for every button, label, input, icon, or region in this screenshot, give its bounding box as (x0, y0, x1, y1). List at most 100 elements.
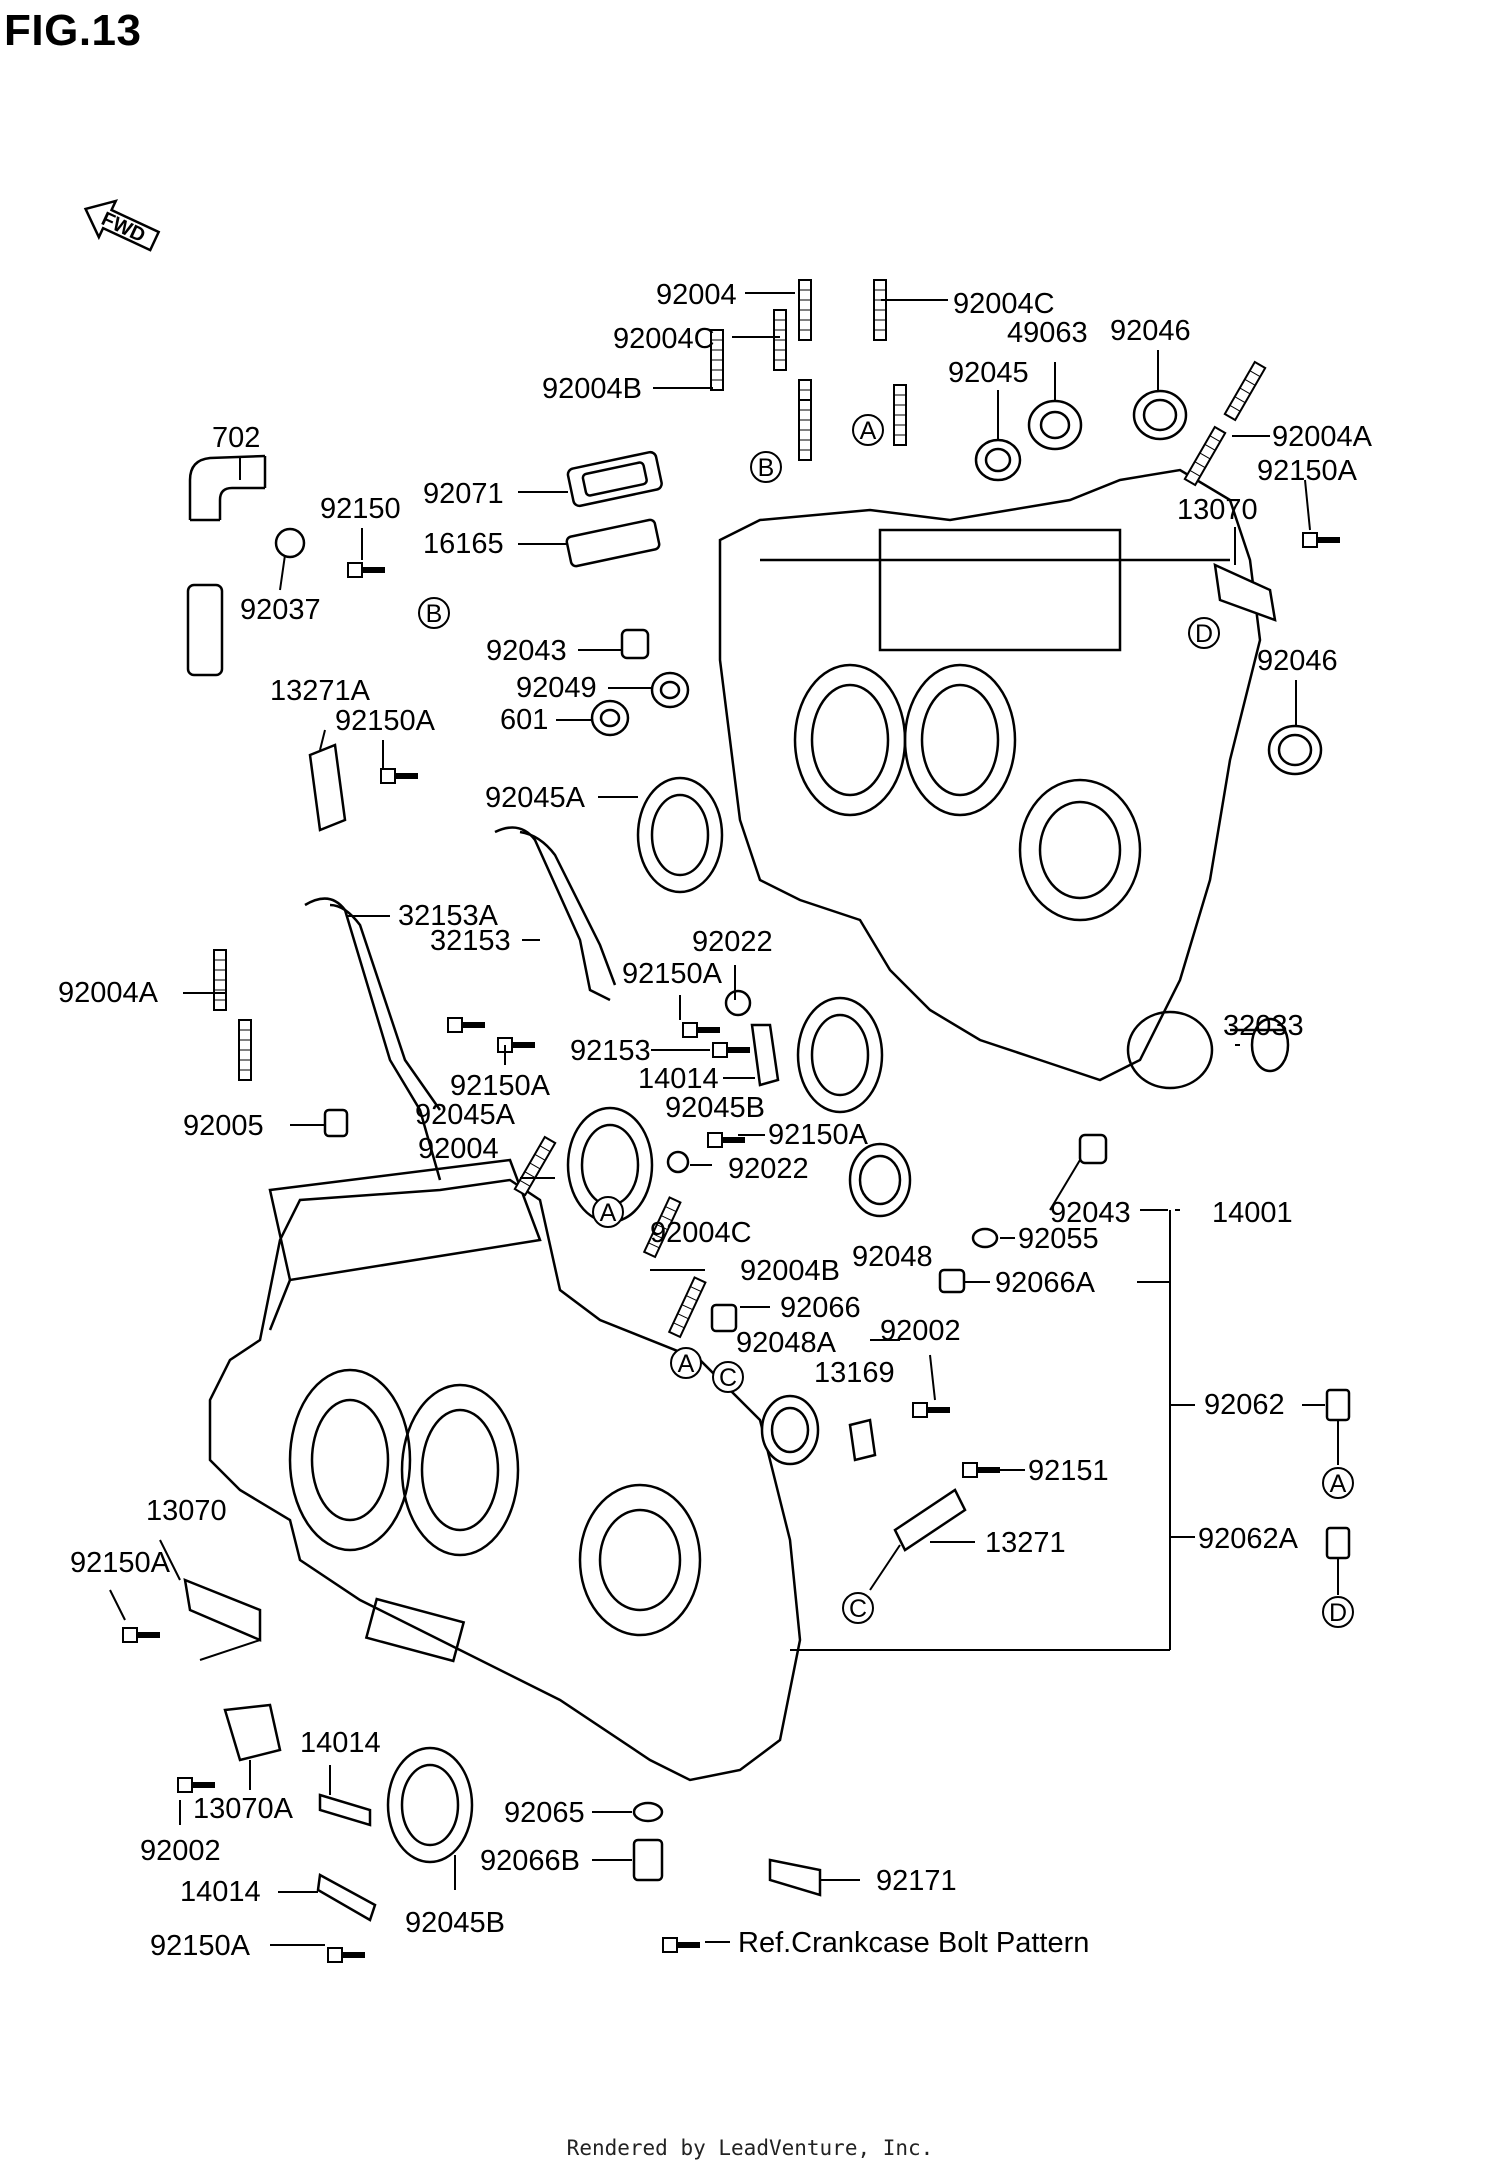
part-label: 14014 (300, 1727, 381, 1759)
stud-92004A-right-lower (1183, 426, 1227, 486)
bracket-13169 (848, 1418, 877, 1462)
part-label: 92004C (953, 288, 1055, 320)
seal-92048A (760, 1394, 820, 1466)
part-label: 92004C (613, 323, 715, 355)
part-label: 92002 (140, 1835, 221, 1867)
part-label: 92048 (852, 1241, 933, 1273)
plug-32033 (1230, 1017, 1290, 1073)
plug-92066A (938, 1268, 966, 1294)
part-label: 92004A (58, 977, 159, 1009)
bolt-92150A-top-right (1303, 533, 1340, 547)
forward-direction-arrow: FWD (83, 199, 161, 252)
plate-14014-lower (318, 1793, 372, 1827)
svg-text:C: C (719, 1364, 737, 1392)
part-label: 13070 (1177, 494, 1258, 526)
part-label: 92004 (418, 1133, 499, 1165)
part-label: 92045 (948, 357, 1029, 389)
callout-A-lower (670, 1347, 702, 1379)
bolt-92153 (713, 1043, 750, 1057)
plug-92005 (323, 1108, 349, 1138)
bearing-92045A-lower (566, 1106, 654, 1224)
callout-D-top (1188, 617, 1220, 649)
part-label: 92066A (995, 1267, 1096, 1299)
oil-pipe-32153 (494, 826, 617, 1002)
fwd-label: FWD (98, 208, 149, 247)
stud-92004C-left (773, 309, 787, 371)
bolt-92150A-bottom (328, 1948, 365, 1962)
callout-B-left (418, 597, 450, 629)
part-label: 92065 (504, 1797, 585, 1829)
plate-13271 (893, 1488, 967, 1552)
callout-A-top (852, 414, 884, 446)
part-label: 49063 (1007, 317, 1088, 349)
callout-letters: B B A D A A C C A D (426, 417, 1347, 1627)
part-label: 92150A (1257, 455, 1358, 487)
part-label: 92022 (692, 926, 773, 958)
bolt-92150A-lower (498, 1038, 535, 1052)
stud-92004C-right (873, 279, 887, 341)
part-label: 92151 (1028, 1455, 1109, 1487)
part-label: 92005 (183, 1110, 264, 1142)
part-label: 92046 (1110, 315, 1191, 347)
part-label: 92045B (665, 1092, 765, 1124)
part-label: 92055 (1018, 1223, 1099, 1255)
part-label: 16165 (423, 528, 504, 560)
part-label: 92150A (335, 705, 436, 737)
bearing-92049 (650, 671, 690, 709)
part-label: 92048A (736, 1327, 837, 1359)
part-label: 92004 (656, 279, 737, 311)
stud-92004 (798, 279, 812, 341)
bearing-92045 (974, 438, 1022, 482)
part-label: 92062 (1204, 1389, 1285, 1421)
part-label: 14001 (1212, 1197, 1293, 1229)
callout-C-bottom (842, 1592, 874, 1624)
part-label: 92037 (240, 594, 321, 626)
bearing-601 (590, 699, 630, 737)
plate-13070-right (1213, 562, 1277, 622)
note-crankcase-bolt-pattern: Ref.Crankcase Bolt Pattern (738, 1927, 1089, 1959)
gasket-92071 (566, 450, 663, 508)
part-label: 92153 (570, 1035, 651, 1067)
callout-A-right (1322, 1467, 1354, 1499)
clamp-92171 (768, 1858, 822, 1897)
callout-circles (418, 414, 1354, 1628)
callout-D-right (1322, 1596, 1354, 1628)
part-label: 92071 (423, 478, 504, 510)
stud-92004C-right-lower (893, 384, 907, 446)
part-label: 92045B (405, 1907, 505, 1939)
part-label: 92043 (486, 635, 567, 667)
bearing-92045B-lower (386, 1746, 474, 1864)
plug-92062 (1325, 1388, 1351, 1422)
part-label: 92022 (728, 1153, 809, 1185)
needle-bearing-92046-right (1267, 724, 1323, 776)
part-label: 92150A (622, 958, 723, 990)
washer-92065 (632, 1801, 664, 1823)
oring-92055 (971, 1227, 999, 1249)
part-label: 92043 (1050, 1197, 1131, 1229)
bearing-49063 (1027, 399, 1083, 451)
callout-A-mid (592, 1196, 624, 1228)
washer-92022-upper (724, 989, 752, 1017)
part-labels: 92004 92004C 92004C 92004B 49063 92046 9… (58, 279, 1373, 1962)
bolt-92150A-left (381, 769, 418, 783)
bolt-92150A-center (683, 1023, 720, 1037)
bearing-92045A-upper (636, 776, 724, 894)
bolt-92002-bottom-left (178, 1778, 215, 1792)
plug-92066 (710, 1303, 738, 1333)
part-label: 14014 (638, 1063, 719, 1095)
svg-text:A: A (860, 417, 877, 445)
svg-text:A: A (1330, 1470, 1347, 1498)
plate-14014-upper (750, 1023, 780, 1087)
upper-crankcase (718, 468, 1262, 1090)
part-label: 92049 (516, 672, 597, 704)
part-label: 13271A (270, 675, 371, 707)
part-label: 32033 (1223, 1010, 1304, 1042)
part-label: 92150A (70, 1547, 171, 1579)
bolt-92002-right (913, 1403, 950, 1417)
part-label: 92150A (450, 1070, 551, 1102)
oil-pipe-32153A (304, 897, 442, 1181)
fitting-92150 (348, 563, 385, 577)
needle-bearing-92046-top (1132, 389, 1188, 441)
bolt-92150A-mid (448, 1018, 485, 1032)
